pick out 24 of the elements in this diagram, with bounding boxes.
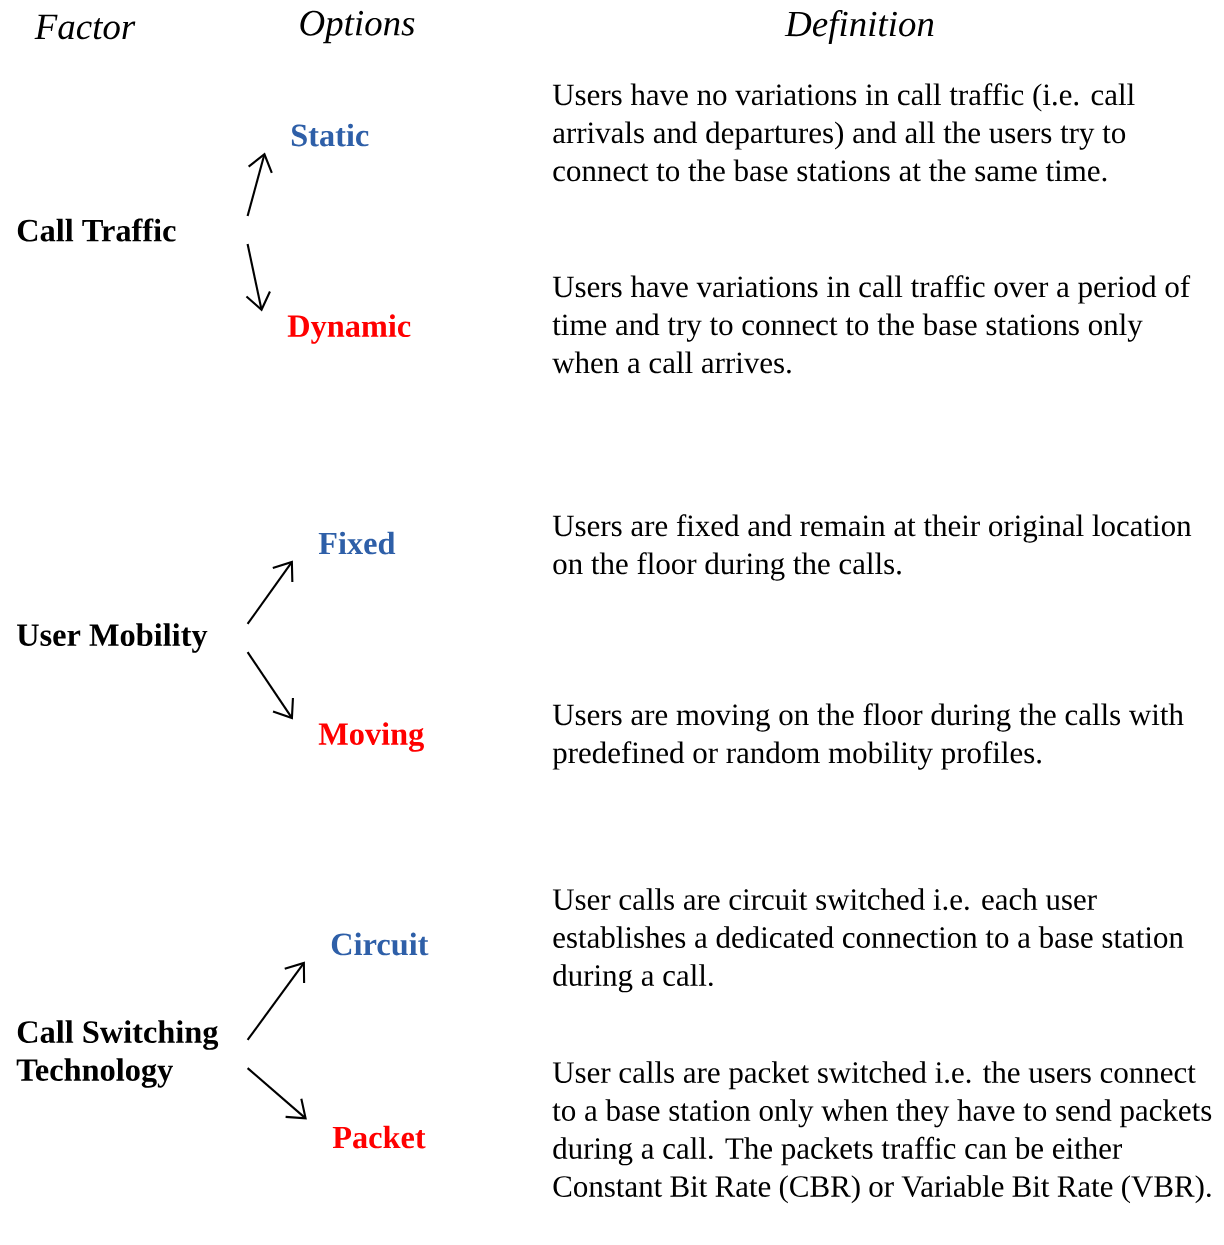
option-label: Moving	[318, 722, 424, 752]
option-label: Dynamic	[287, 314, 411, 344]
arrow	[245, 243, 271, 312]
definition-text: Users are moving on the floor during the calls with predefined or random mobility profiles.	[552, 703, 1184, 770]
definition-text: Users are fixed and remain at their original location on the floor during the calls.	[552, 514, 1192, 581]
definition-text: User calls are circuit switched i.e. each user establishes a dedicated connection to a base station during a call.	[552, 888, 1184, 993]
arrow	[246, 560, 294, 625]
factor-label: User Mobility	[17, 623, 208, 653]
factor-label: Call Switching Technology	[16, 1020, 219, 1088]
column-header: Options	[300, 10, 415, 44]
option-label: Fixed	[318, 531, 396, 555]
column-header: Definition	[784, 10, 934, 44]
arrow	[246, 961, 306, 1041]
definition-text: Users have variations in call traffic over a period of time and try to connect to the base stations only when a call arrives.	[552, 275, 1191, 374]
option-label: Circuit	[331, 932, 429, 956]
definition-text: Users have no variations in call traffic (i.e. call arrivals and departures) and all the users try to connect to the base stations at the same time.	[552, 83, 1135, 182]
factor-label: Call Traffic	[17, 218, 176, 242]
definition-text: User calls are packet switched i.e. the users connect to a base station only when they have to send packets during a call. The packets traffic can be either Constant Bit Rate (CBR) or Variable Bit Rate (VBR).	[552, 1061, 1212, 1204]
arrow	[246, 651, 294, 720]
column-header: Factor	[34, 14, 136, 40]
arrow	[246, 1067, 307, 1120]
option-label: Packet	[332, 1125, 426, 1149]
option-label: Static	[291, 123, 369, 147]
arrow	[246, 152, 273, 217]
